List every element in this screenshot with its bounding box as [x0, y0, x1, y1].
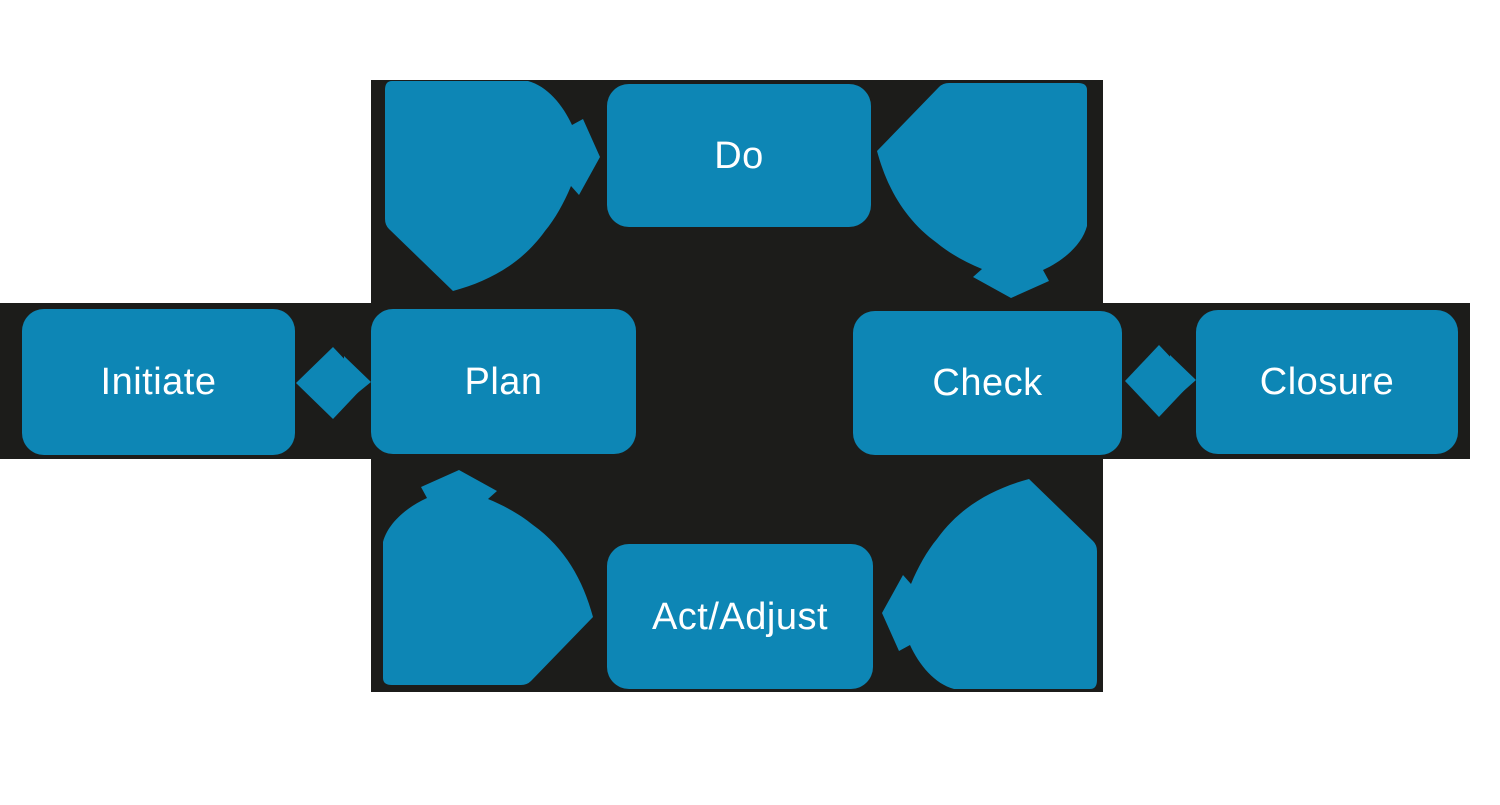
- diamond-connector-initiate-plan: [296, 347, 367, 419]
- node-act-adjust: Act/Adjust: [607, 544, 873, 689]
- curved-arrow-act-to-plan: [383, 470, 593, 685]
- node-label: Check: [932, 362, 1043, 404]
- node-initiate: Initiate: [22, 309, 295, 455]
- node-label: Initiate: [100, 361, 217, 403]
- node-label: Do: [714, 134, 764, 177]
- diamond-connector-check-closure: [1125, 345, 1193, 417]
- node-label: Closure: [1259, 361, 1395, 403]
- node-check: Check: [853, 311, 1122, 455]
- node-label: Act/Adjust: [651, 595, 829, 638]
- node-label: Plan: [464, 360, 543, 403]
- node-do: Do: [607, 84, 871, 227]
- node-plan: Plan: [371, 309, 636, 454]
- node-closure: Closure: [1196, 310, 1458, 454]
- curved-arrow-plan-to-do: [385, 81, 600, 291]
- curved-arrow-check-to-act: [882, 479, 1097, 689]
- curved-arrow-do-to-check: [877, 83, 1087, 298]
